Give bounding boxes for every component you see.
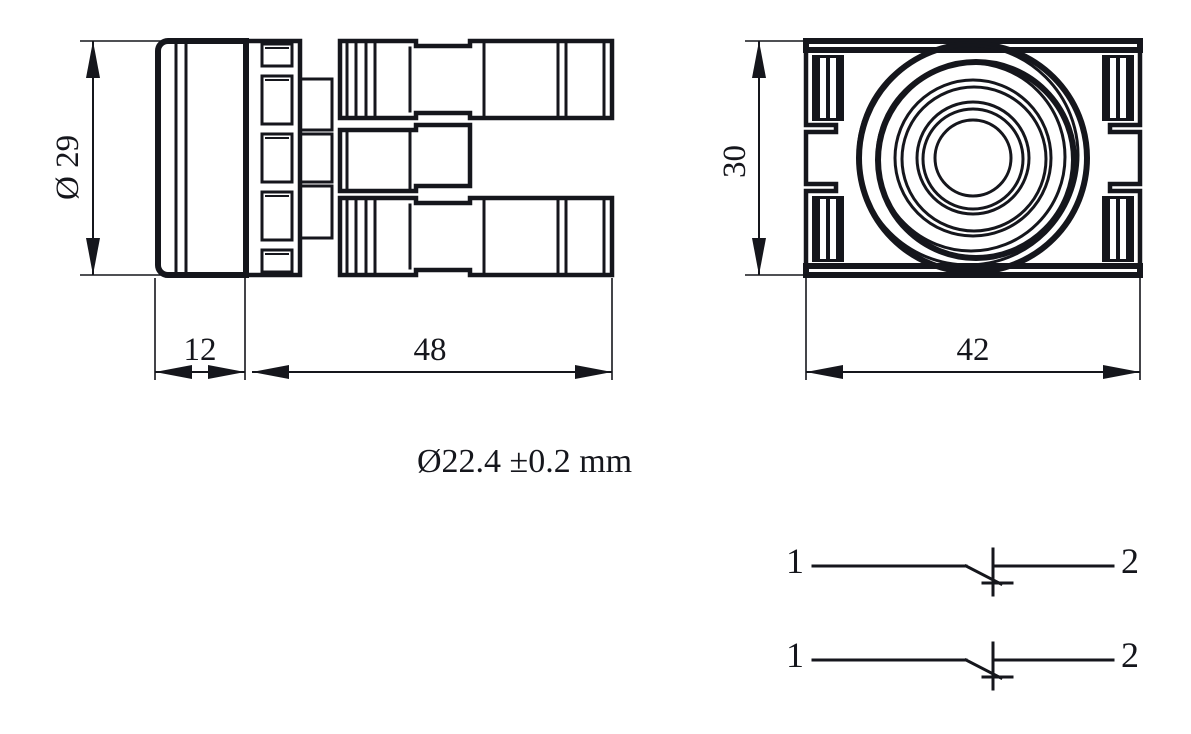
dimension-label-48: 48: [414, 332, 447, 368]
dimension-label-42: 42: [957, 332, 990, 368]
left-lower-tab-fill: [812, 196, 844, 262]
right-lower-tab-fill: [1102, 196, 1134, 262]
dimension-30: 30: [717, 40, 806, 276]
dimension-42: 42: [805, 278, 1141, 380]
dimension-12-and-48: 12 48: [154, 278, 613, 380]
contact-1-left-terminal-label: 1: [786, 541, 804, 581]
contact-2-right-terminal-label: 2: [1121, 635, 1139, 675]
dimension-label-diameter-29: Ø 29: [50, 135, 86, 200]
left-upper-tab-fill: [812, 55, 844, 121]
contact-2-left-terminal-label: 1: [786, 635, 804, 675]
contact-1-right-terminal-label: 2: [1121, 541, 1139, 581]
side-view-geometry: [155, 38, 615, 278]
dimension-label-30: 30: [717, 145, 753, 178]
contact-diagram-1: 1 2: [786, 541, 1139, 597]
contact-diagram-2: 1 2: [786, 635, 1139, 691]
actuator-concentric-rings: [856, 41, 1090, 275]
dimension-diameter-29: Ø 29: [50, 40, 170, 276]
right-upper-tab-fill: [1102, 55, 1134, 121]
dimension-label-12: 12: [184, 332, 217, 368]
mounting-hole-note-text: Ø22.4 ±0.2 mm: [417, 443, 632, 480]
front-view-geometry: [803, 38, 1143, 278]
